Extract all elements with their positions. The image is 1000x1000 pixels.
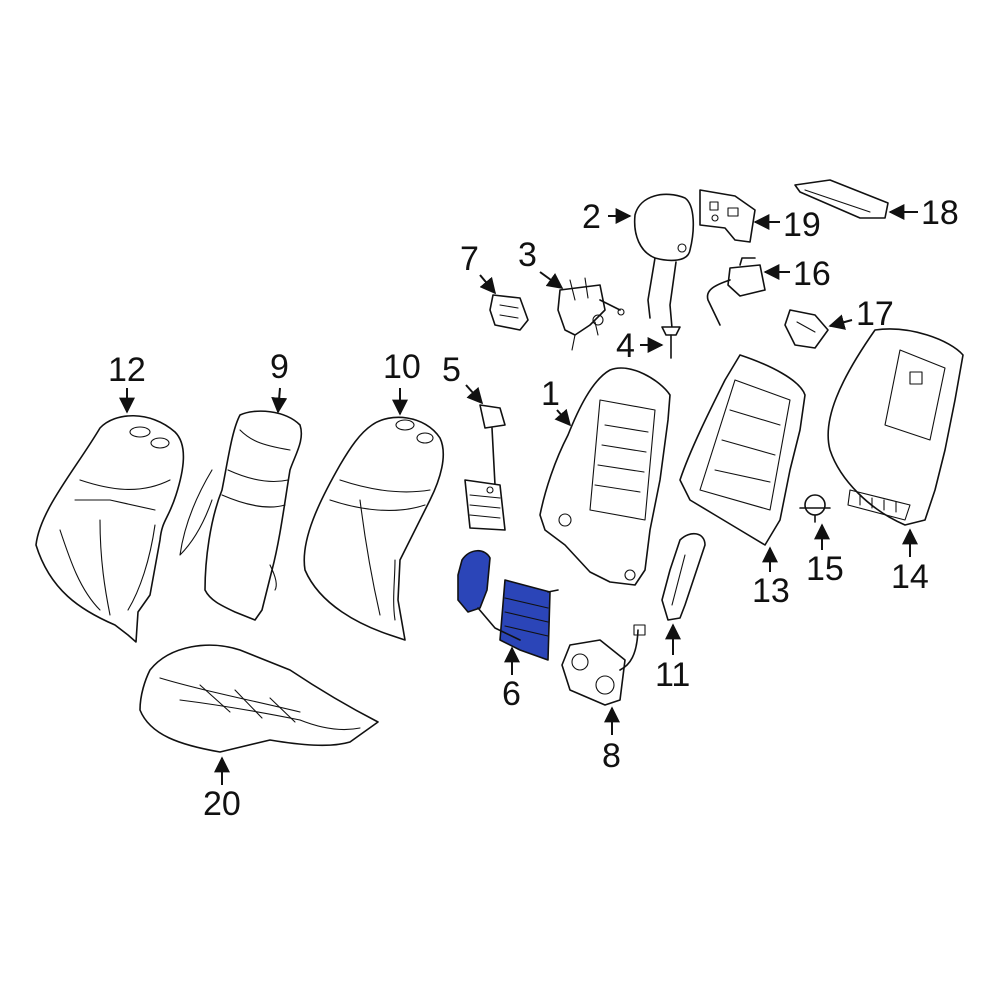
callout-3: 3 [518, 236, 537, 274]
callout-17: 17 [856, 295, 894, 333]
part-6-highlighted-assembly[interactable] [457, 549, 559, 661]
part-1-backrest-frame[interactable] [539, 367, 671, 586]
part-11-side-trim[interactable] [661, 532, 706, 621]
part-9-backrest-pad[interactable] [179, 410, 303, 621]
part-4-guide-pin[interactable] [661, 326, 681, 359]
callout-14: 14 [891, 558, 929, 596]
part-12-backrest-cover[interactable] [35, 414, 185, 643]
callout-2: 2 [582, 198, 601, 236]
part-8-control-module[interactable] [561, 624, 646, 706]
callout-16: 16 [793, 255, 831, 293]
part-10-backrest-cover[interactable] [303, 416, 444, 641]
part-20-seat-cushion[interactable] [139, 644, 379, 753]
callout-5: 5 [442, 351, 461, 389]
callout-15: 15 [806, 550, 844, 588]
callout-labels: 12 9 10 20 5 7 3 2 4 1 19 18 16 17 13 14… [108, 194, 959, 823]
callout-13: 13 [752, 572, 790, 610]
callout-7: 7 [460, 240, 479, 278]
callout-19: 19 [783, 206, 821, 244]
part-18-trim-strip[interactable] [794, 179, 889, 219]
callout-6: 6 [502, 675, 521, 713]
callout-1: 1 [541, 375, 560, 413]
part-17-clip[interactable] [784, 309, 829, 349]
callout-10: 10 [383, 348, 421, 386]
part-7-connector[interactable] [489, 294, 529, 331]
leader-arrows [119, 204, 918, 785]
callout-4: 4 [616, 327, 635, 365]
part-16-wiring-connector[interactable] [706, 257, 766, 326]
part-2-headrest[interactable] [633, 193, 695, 329]
part-5-sensor-bracket[interactable] [464, 404, 506, 531]
part-3-valve-assembly[interactable] [557, 277, 625, 351]
part-15-push-pin[interactable] [799, 494, 831, 523]
callout-8: 8 [602, 737, 621, 775]
part-13-backrest-shell[interactable] [679, 354, 806, 546]
callout-18: 18 [921, 194, 959, 232]
callout-12: 12 [108, 351, 146, 389]
part-14-rear-panel[interactable] [827, 328, 964, 526]
callout-11: 11 [655, 656, 690, 694]
callout-9: 9 [270, 348, 289, 386]
callout-20: 20 [203, 785, 241, 823]
part-19-mounting-plate[interactable] [699, 189, 756, 243]
